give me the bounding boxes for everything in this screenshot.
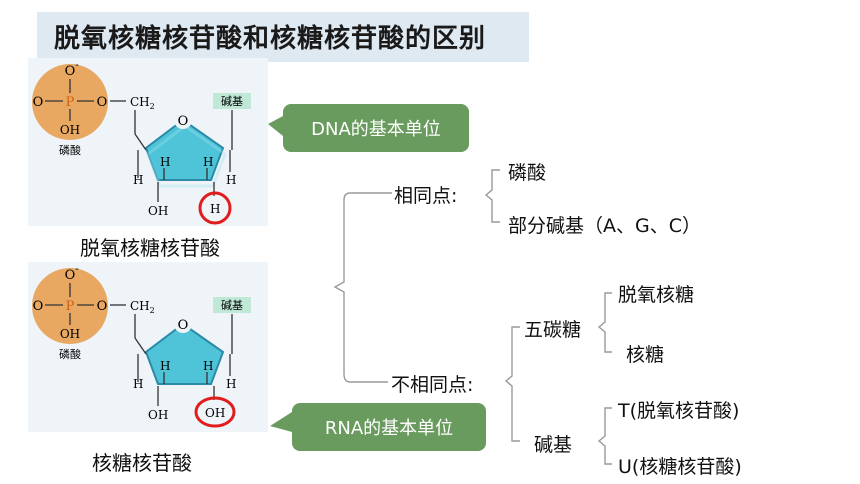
svg-text:O: O [178,318,189,333]
svg-text:O: O [33,299,44,314]
base-label-box [213,93,251,109]
svg-text:H: H [133,173,143,187]
page-title: 脱氧核糖核苷酸和核糖核苷酸的区别 [54,24,487,54]
sugar-item-deoxyribose: 脱氧核糖 [618,284,695,306]
same-points-label: 相同点: [394,185,458,207]
rna-nucleotide-diagram: O - O P O OH 磷酸 CH2 O 碱基 H H H H OH OH [28,262,268,432]
phosphate-circle [32,268,108,344]
dna-nucleotide-diagram: O - O P O OH 磷酸 CH2 O 碱基 H H H H OH H [28,58,268,226]
dna-caption: 脱氧核糖核苷酸 [80,236,220,260]
sugar-ring [144,322,225,385]
diff-points-label: 不相同点: [391,374,474,396]
svg-text:-: - [75,262,79,275]
sugar-ring [144,118,225,181]
ch2-label: CH2 [130,95,155,111]
phosphate-charge: - [75,58,79,71]
dna-callout-pointer [268,116,283,136]
main-bracket [333,192,392,383]
rna-callout: RNA的基本单位 [292,403,486,451]
base-item-t: T(脱氧核苷酸) [618,400,740,422]
same-bracket [484,169,500,223]
svg-text:H: H [133,377,143,391]
phosphate-o-left: O [33,95,44,110]
sugar-bracket [597,292,612,353]
phosphate-label: 磷酸 [59,143,81,157]
c2-h: H [210,202,220,216]
svg-text:O: O [97,299,108,314]
svg-text:OH: OH [148,408,168,422]
diff-bracket [504,326,520,442]
svg-text:H: H [160,155,170,169]
ribonucleotide-structure: O - O P O OH 磷酸 CH2 O 碱基 H H H H OH OH [32,262,251,428]
svg-text:P: P [66,299,75,314]
svg-text:H: H [226,377,236,391]
same-item-phosphate: 磷酸 [508,162,547,184]
svg-text:H: H [160,359,170,373]
base-item-u: U(核糖核苷酸) [618,456,742,478]
svg-text:H: H [203,359,213,373]
svg-text:OH: OH [60,327,80,341]
svg-text:H: H [226,173,236,187]
svg-text:O: O [65,268,76,283]
svg-text:碱基: 碱基 [221,299,243,312]
rna-caption: 核糖核苷酸 [92,451,192,475]
phosphate-o-top: O [65,64,76,79]
svg-text:CH2: CH2 [130,299,155,315]
pentose-label: 五碳糖 [524,319,582,341]
sugar-item-ribose: 核糖 [626,344,665,366]
c2-oh: OH [205,406,225,420]
same-item-bases: 部分碱基（A、G、C） [508,215,701,237]
highlight-circle-oh [194,396,236,428]
deoxyribonucleotide-structure: O - O P O OH 磷酸 CH2 O 碱基 H H H H OH H [32,58,251,225]
phosphate-circle [32,64,108,140]
phosphate-o-right: O [97,95,108,110]
title-bar [37,12,529,62]
rna-callout-pointer [270,412,292,432]
ring-oxygen: O [178,114,189,129]
phosphate-p: P [66,95,75,110]
base-bracket [597,407,612,465]
dna-callout: DNA的基本单位 [283,104,469,152]
c3-oh: OH [148,204,168,218]
svg-text:H: H [203,155,213,169]
base-diff-label: 碱基 [534,434,573,456]
phosphate-oh: OH [60,123,80,137]
base-label: 碱基 [221,95,243,108]
highlight-circle-h [198,191,232,225]
svg-text:磷酸: 磷酸 [59,347,81,361]
